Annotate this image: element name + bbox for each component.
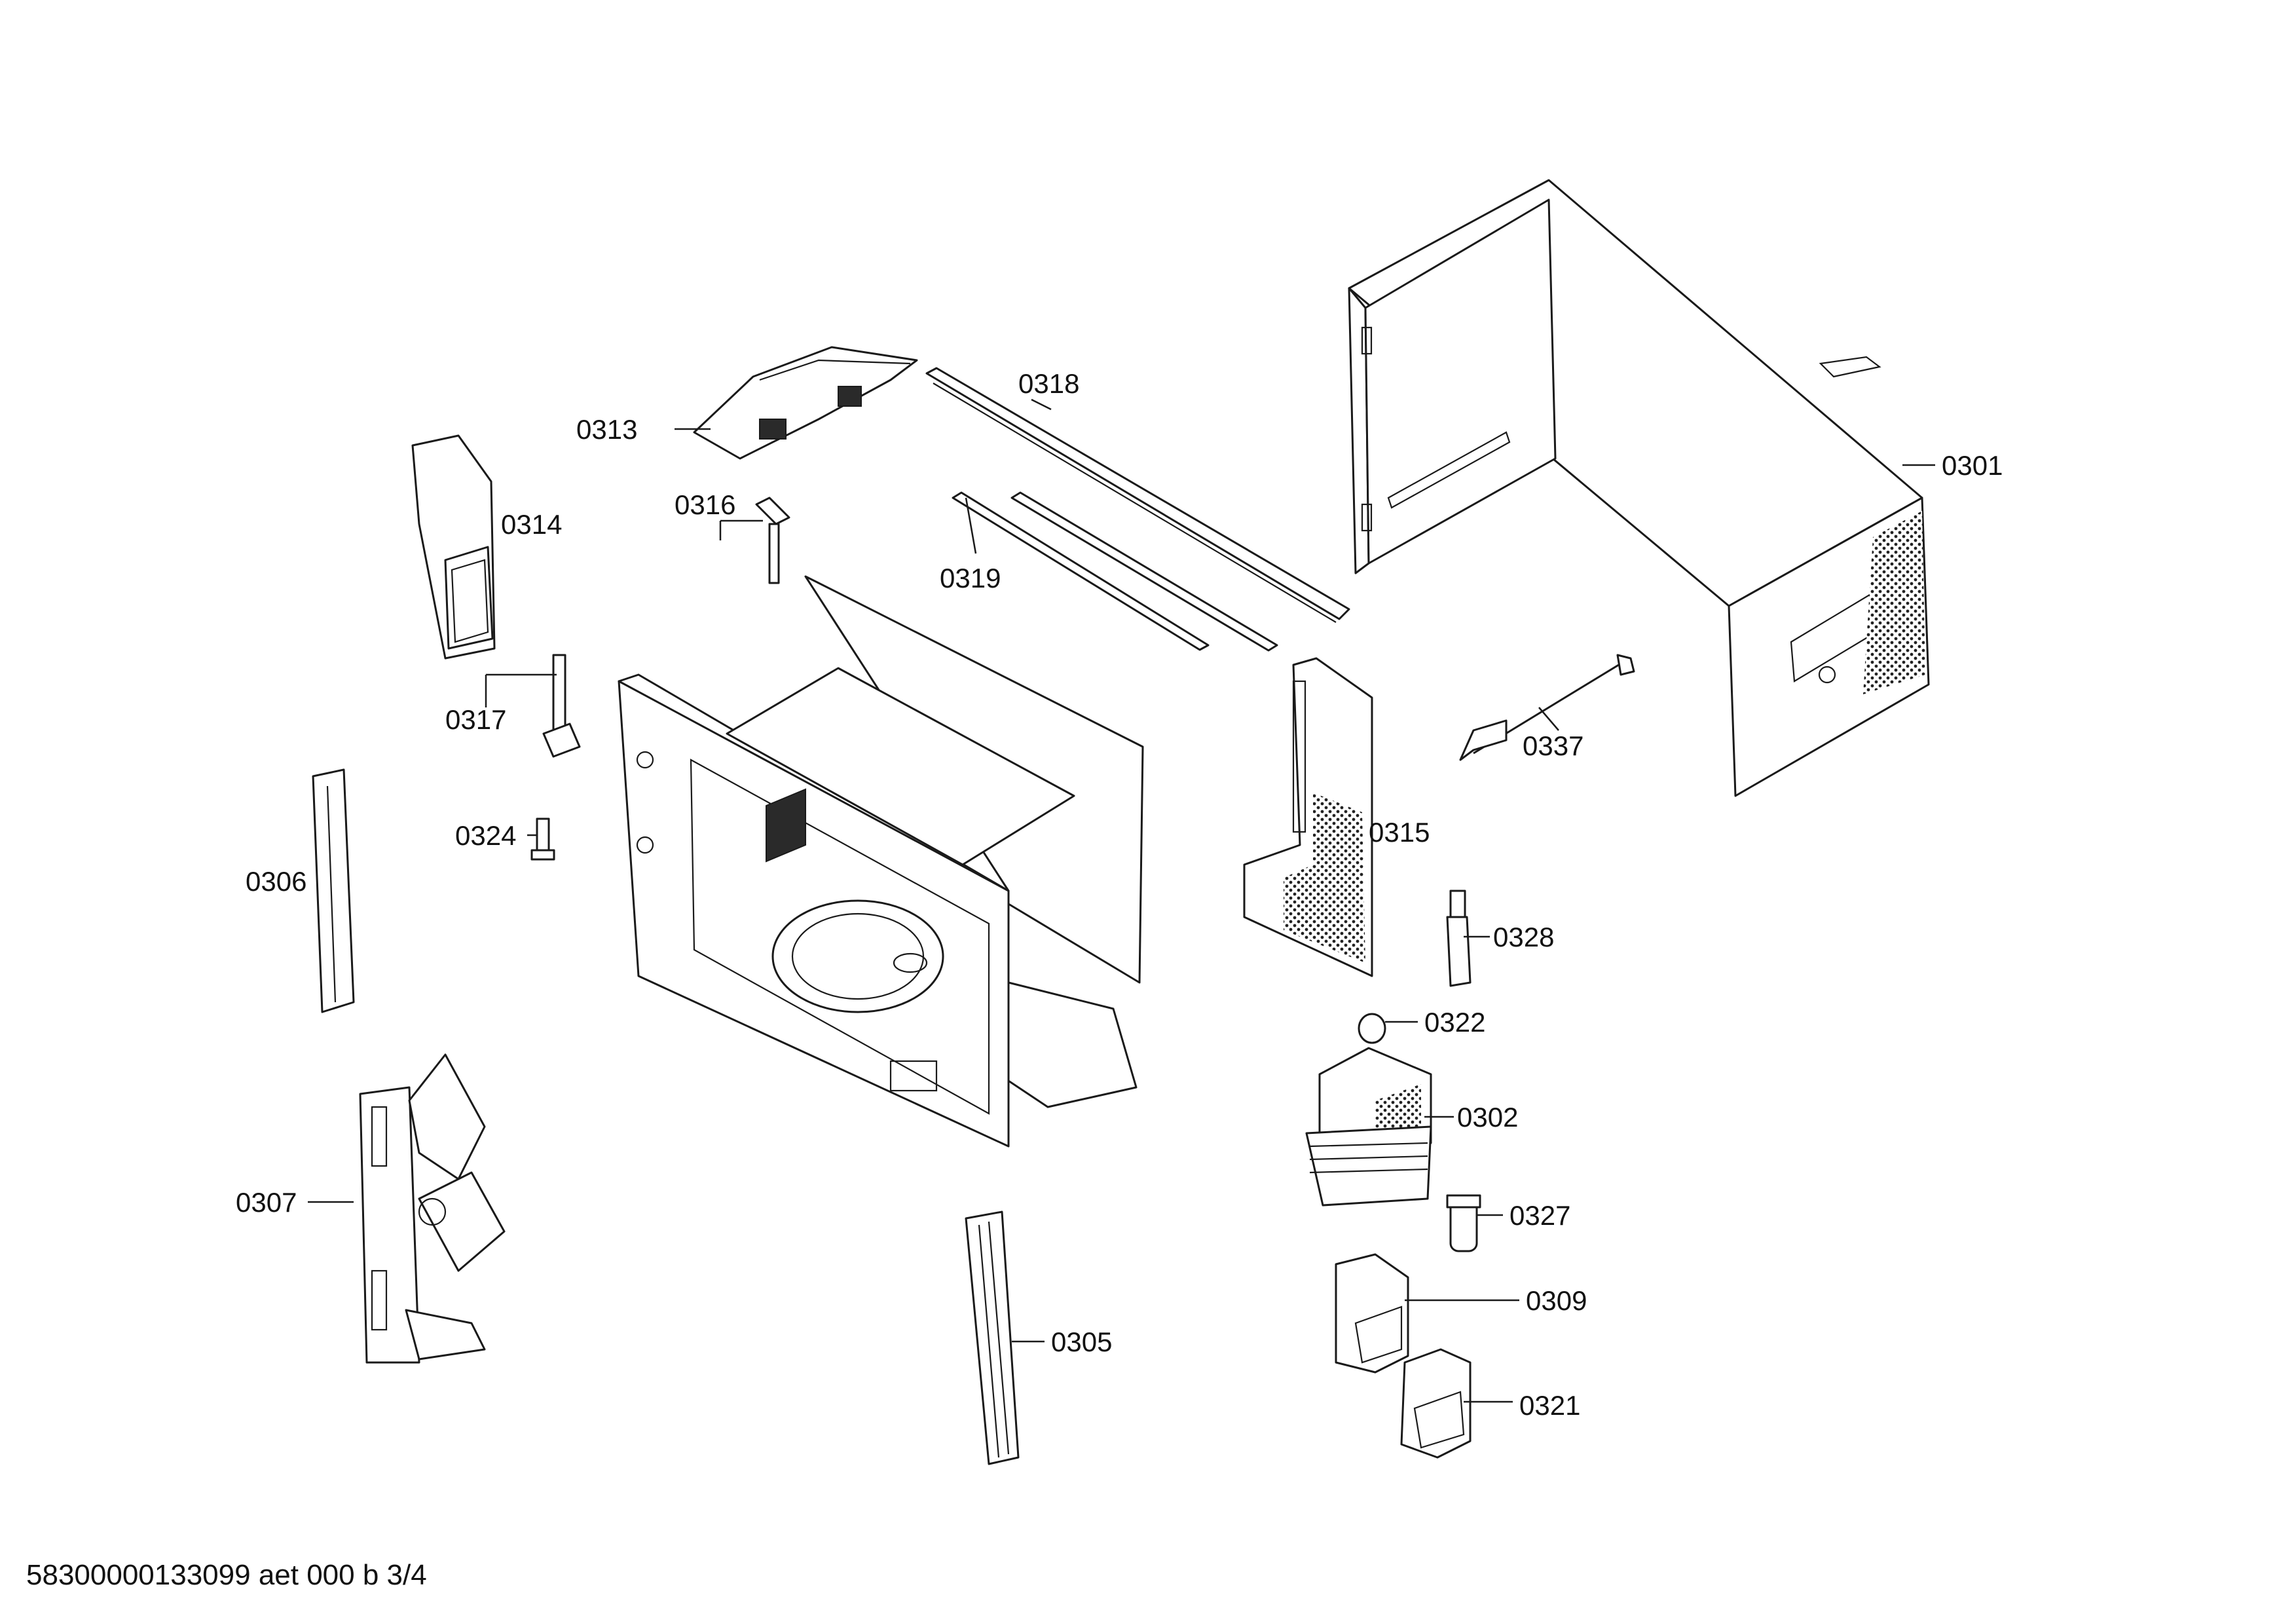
oven-cavity-assembly	[618, 575, 1144, 1148]
callout-0317: 0317	[445, 704, 507, 735]
bracket-part-0313	[693, 346, 918, 460]
knob-part-0322	[1358, 1013, 1386, 1044]
duct-part-0309	[1335, 1253, 1409, 1374]
part-0328	[1446, 890, 1472, 987]
capacitor-part-0327	[1446, 1194, 1481, 1252]
document-code: 58300000133099 aet 000 b 3/4	[26, 1559, 427, 1591]
housing-part-0301	[1348, 179, 1930, 797]
callout-0328: 0328	[1493, 922, 1555, 952]
callout-0313: 0313	[576, 414, 638, 445]
callout-0306: 0306	[246, 866, 307, 897]
callout-0307: 0307	[236, 1187, 297, 1218]
leader-lines	[308, 398, 1935, 1403]
rail-part-0318	[925, 367, 1350, 623]
callout-0314: 0314	[501, 509, 563, 540]
callout-0316: 0316	[675, 489, 736, 520]
callout-0324: 0324	[455, 820, 517, 851]
back-panel-part-0315	[1243, 657, 1373, 977]
callout-0318: 0318	[1018, 368, 1080, 399]
callout-0301: 0301	[1942, 450, 2003, 481]
callout-0302: 0302	[1457, 1102, 1519, 1133]
bracket-part-0316	[755, 497, 790, 584]
duct-part-0314	[411, 434, 496, 660]
callout-0322: 0322	[1424, 1007, 1486, 1038]
transformer-part-0302	[1305, 1047, 1432, 1207]
callout-0337: 0337	[1523, 730, 1584, 761]
callout-0319: 0319	[940, 563, 1001, 593]
callout-0321: 0321	[1519, 1390, 1581, 1421]
callout-0327: 0327	[1509, 1200, 1571, 1231]
heater-rods-part-0319	[952, 491, 1278, 652]
screw-part-0324	[530, 817, 555, 861]
duct-part-0321	[1400, 1348, 1472, 1459]
callout-0315: 0315	[1369, 817, 1430, 848]
door-seal-part-0305	[965, 1210, 1020, 1465]
callout-0309: 0309	[1526, 1285, 1587, 1316]
door-latch-part-0307	[359, 1053, 506, 1364]
cable-part-0337	[1459, 654, 1635, 761]
bracket-part-0317	[542, 654, 581, 758]
strip-part-0306	[312, 768, 355, 1013]
callout-0305: 0305	[1051, 1326, 1113, 1357]
